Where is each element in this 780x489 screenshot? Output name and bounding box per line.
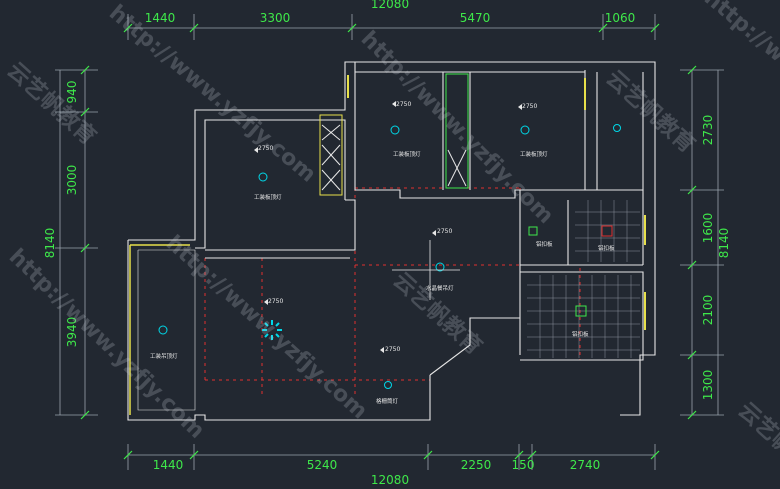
light-icon [520, 125, 530, 135]
dim-right-4: 1300 [701, 370, 715, 401]
dim-left-total: 8140 [43, 228, 57, 259]
dim-top-2: 3300 [260, 11, 291, 25]
dim-right-2: 1600 [701, 213, 715, 244]
chandelier-icon [262, 320, 282, 340]
walls [127, 61, 656, 421]
room-label: 工装板顶灯 [254, 193, 282, 201]
dim-left-2: 3000 [65, 165, 79, 196]
dim-bottom-4: 150 [512, 458, 535, 472]
dim-left-1: 940 [65, 81, 79, 104]
dim-top-total: 12080 [371, 0, 409, 11]
dim-left-3: 3940 [65, 317, 79, 348]
light-icon [613, 124, 621, 132]
room-label: 工装板顶灯 [520, 150, 548, 158]
dim-right-1: 2730 [701, 115, 715, 146]
dim-bottom-5: 2740 [570, 458, 601, 472]
dim-bottom-total: 12080 [371, 473, 409, 485]
dim-top-4: 1060 [605, 11, 636, 25]
dim-right-3: 2100 [701, 295, 715, 326]
ceiling-dashed-lines [204, 187, 581, 415]
dim-bottom-1: 1440 [153, 458, 184, 472]
elevation-label: 2750 [396, 101, 411, 108]
exhaust-fan-icon [528, 226, 538, 236]
elevation-label: 2750 [268, 298, 283, 305]
light-icon [158, 325, 168, 335]
elevation-label: 2750 [258, 145, 273, 152]
room-label: 铝扣板 [598, 244, 615, 252]
elevation-label: 2750 [522, 103, 537, 110]
watermark-url: http://www.yzfjy.com [161, 231, 372, 424]
dimension-ticks [80, 23, 697, 460]
exhaust-fan-icon [575, 305, 587, 317]
dim-top-1: 1440 [145, 11, 176, 25]
wardrobes-windows [129, 73, 646, 415]
light-icon [384, 381, 392, 389]
watermark-url: http://www.yzfjy.com [699, 0, 780, 173]
light-icon [435, 262, 445, 272]
watermark-brand: 云艺帆教育 [2, 57, 101, 150]
dim-bottom-3: 2250 [461, 458, 492, 472]
light-fixtures [158, 124, 621, 389]
dim-bottom-2: 5240 [307, 458, 338, 472]
room-label: 格栅筒灯 [376, 397, 399, 405]
room-label: 工装吊顶灯 [150, 352, 178, 360]
watermark-brand: 云艺帆教育 [733, 397, 780, 485]
elevation-label: 2750 [437, 228, 452, 235]
room-label: 工装板顶灯 [393, 150, 421, 158]
dim-top-3: 5470 [460, 11, 491, 25]
light-icon [258, 172, 268, 182]
dimension-lines [55, 14, 724, 470]
room-label: 铝扣板 [536, 240, 553, 248]
room-label: 水晶餐吊灯 [426, 284, 454, 292]
light-icon [390, 125, 400, 135]
room-label: 铝扣板 [572, 330, 589, 338]
watermark-brand: 云艺帆教育 [388, 267, 487, 360]
elevation-markers [254, 101, 522, 353]
elevation-label: 2750 [385, 346, 400, 353]
watermark-url: http://www.yzfjy.com [4, 244, 209, 443]
heater-icon [601, 225, 613, 237]
watermark-url: http://www.yzfjy.com [104, 0, 320, 187]
dim-right-total: 8140 [717, 228, 731, 259]
crosshair [392, 240, 460, 300]
watermark-brand: 云艺帆教育 [601, 65, 700, 158]
